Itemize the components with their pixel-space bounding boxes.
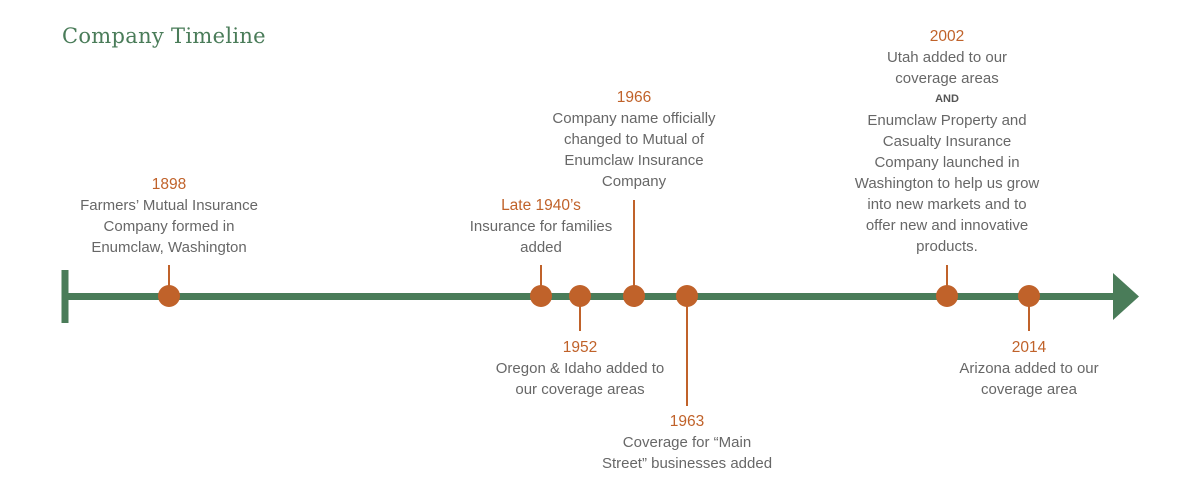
event-text: products. bbox=[916, 238, 978, 255]
event-text: Washington to help us grow bbox=[854, 175, 1040, 192]
event-year: 1966 bbox=[616, 89, 652, 106]
event-text: Company launched in bbox=[874, 154, 1020, 171]
event-text: Company formed in bbox=[103, 218, 235, 235]
event-text: into new markets and to bbox=[867, 196, 1027, 213]
dot-1940s bbox=[530, 285, 552, 307]
event-text: Enumclaw Insurance bbox=[564, 152, 704, 169]
dot-1898 bbox=[158, 285, 180, 307]
event-1966: 1966 Company name officially changed to … bbox=[552, 87, 715, 192]
event-conjunction: AND bbox=[935, 93, 959, 105]
event-text: our coverage areas bbox=[515, 381, 645, 398]
event-1952: 1952 Oregon & Idaho added to our coverag… bbox=[496, 337, 664, 400]
event-text: Farmers’ Mutual Insurance bbox=[80, 197, 258, 214]
event-text: coverage areas bbox=[895, 70, 999, 87]
event-2014: 2014 Arizona added to our coverage area bbox=[959, 337, 1098, 400]
event-text: Company name officially bbox=[552, 110, 716, 127]
event-year: 1963 bbox=[669, 413, 705, 430]
dot-1966 bbox=[623, 285, 645, 307]
event-text: offer new and innovative bbox=[865, 217, 1029, 234]
event-text: Enumclaw, Washington bbox=[91, 239, 247, 256]
dot-1952 bbox=[569, 285, 591, 307]
event-text: Casualty Insurance bbox=[882, 133, 1012, 150]
event-text: Arizona added to our bbox=[959, 360, 1099, 377]
event-text: Oregon & Idaho added to bbox=[495, 360, 665, 377]
event-text: changed to Mutual of bbox=[563, 131, 705, 148]
event-year: 1898 bbox=[151, 176, 187, 193]
page-title: Company Timeline bbox=[62, 24, 266, 48]
event-year: 2014 bbox=[1011, 339, 1047, 356]
event-year: 1952 bbox=[562, 339, 598, 356]
event-1963: 1963 Coverage for “Main Street” business… bbox=[602, 411, 772, 474]
event-year: Late 1940’s bbox=[501, 197, 581, 214]
dot-1963 bbox=[676, 285, 698, 307]
event-text: Enumclaw Property and bbox=[867, 112, 1027, 129]
timeline-arrowhead bbox=[1113, 273, 1139, 320]
dot-2002 bbox=[936, 285, 958, 307]
event-year: 2002 bbox=[929, 28, 965, 45]
event-text: Insurance for families bbox=[469, 218, 613, 235]
event-text: Street” businesses added bbox=[601, 455, 773, 472]
event-text: coverage area bbox=[981, 381, 1077, 398]
event-text: Coverage for “Main bbox=[622, 434, 752, 451]
event-text: Company bbox=[601, 173, 667, 190]
event-text: added bbox=[520, 239, 562, 256]
event-1898: 1898 Farmers’ Mutual Insurance Company f… bbox=[80, 174, 258, 258]
event-2002: 2002 Utah added to our coverage areas AN… bbox=[855, 26, 1040, 257]
event-text: Utah added to our bbox=[886, 49, 1008, 66]
dot-2014 bbox=[1018, 285, 1040, 307]
event-late-1940s: Late 1940’s Insurance for families added bbox=[470, 195, 613, 258]
